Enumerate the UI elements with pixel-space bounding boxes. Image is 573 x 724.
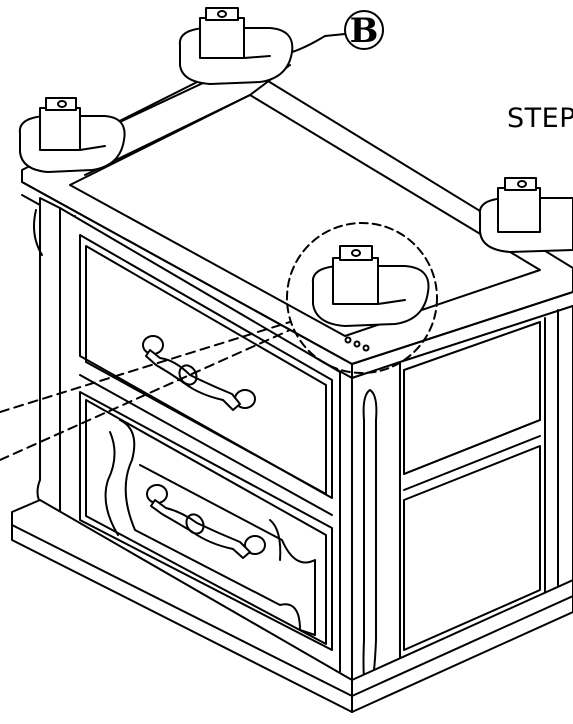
side-panel xyxy=(399,305,573,683)
base-plinth xyxy=(11,499,573,713)
step-label: STEP xyxy=(507,103,573,134)
callout-letter: B xyxy=(350,11,379,51)
callout-b xyxy=(291,10,384,53)
top-drawer-handle xyxy=(142,335,256,411)
foot-block-top-center xyxy=(178,7,294,85)
foot-block-right xyxy=(478,177,573,253)
foot-block-front-corner xyxy=(311,245,430,352)
right-front-post xyxy=(339,361,401,707)
detail-circle xyxy=(286,222,438,374)
bottom-drawer-handle xyxy=(146,484,266,559)
foot-block-top-left xyxy=(18,97,126,173)
dashed-leader-lines xyxy=(0,321,291,461)
